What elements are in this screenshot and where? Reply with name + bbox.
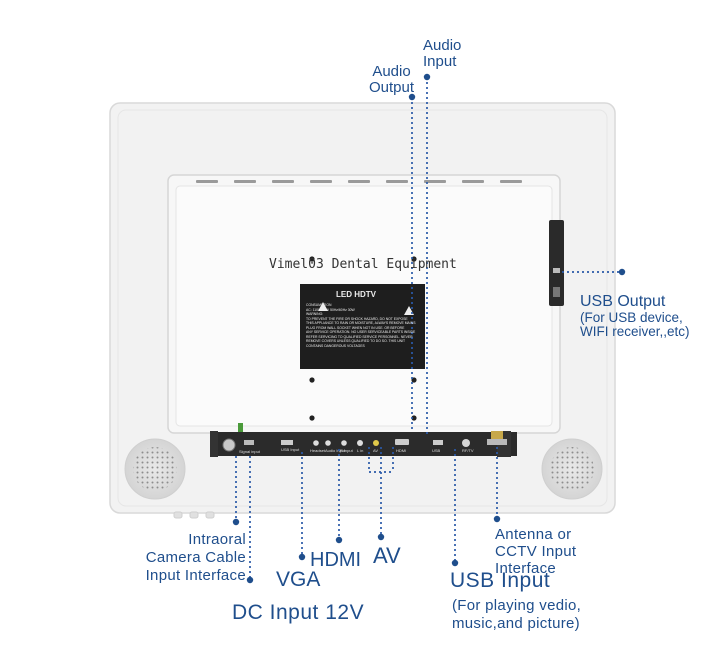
panel-ports xyxy=(222,438,470,452)
side-usb-module xyxy=(549,220,564,306)
usb-input-sublabel: (For playing vedio, music,and picture) xyxy=(452,597,582,632)
plate-title: LED HDTV xyxy=(336,290,376,299)
callout-lines xyxy=(235,77,622,580)
callout-dots xyxy=(232,73,626,584)
usb-output-label: USB Output xyxy=(580,293,666,310)
svg-text:HDMI: HDMI xyxy=(396,448,406,453)
svg-text:Audio Input: Audio Input xyxy=(325,448,346,453)
svg-text:Signal input: Signal input xyxy=(239,449,261,454)
right-speaker xyxy=(541,438,603,500)
intraoral-camera-label: Intraoral Camera Cable Input Interface xyxy=(145,531,246,584)
top-vents xyxy=(196,180,522,183)
watermark: Vimel03 Dental Equipment xyxy=(269,257,457,272)
av-label: AV xyxy=(373,543,401,568)
antenna-label: Antenna or CCTV Input Interface xyxy=(495,526,577,577)
svg-text:RF/TV: RF/TV xyxy=(462,448,474,453)
vga-label: VGA xyxy=(276,568,321,591)
svg-text:Headset: Headset xyxy=(310,448,326,453)
rating-plate xyxy=(300,284,425,369)
plate-body: CONSUMPTION AC: 110V-240V 50Hz/60Hz 30W … xyxy=(306,303,416,348)
hdmi-label: HDMI xyxy=(310,549,362,571)
svg-text:USB: USB xyxy=(432,448,441,453)
usb-output-sublabel: (For USB device, WIFI receiver,,etc) xyxy=(580,310,690,340)
usb-input-label: USB Input xyxy=(450,569,551,592)
dc-input-label: DC Input 12V xyxy=(232,601,365,624)
svg-text:R input: R input xyxy=(340,448,354,453)
svg-text:AV: AV xyxy=(373,448,378,453)
left-speaker xyxy=(124,438,186,500)
svg-text:USB Input: USB Input xyxy=(281,447,300,452)
svg-text:L in: L in xyxy=(357,448,363,453)
audio-input-label: Audio Input xyxy=(423,37,462,70)
audio-output-label: Audio Output xyxy=(369,63,415,96)
panel-port-labels: Signal input USB Input Headset Audio Inp… xyxy=(239,447,474,454)
screw-holes xyxy=(309,256,417,421)
